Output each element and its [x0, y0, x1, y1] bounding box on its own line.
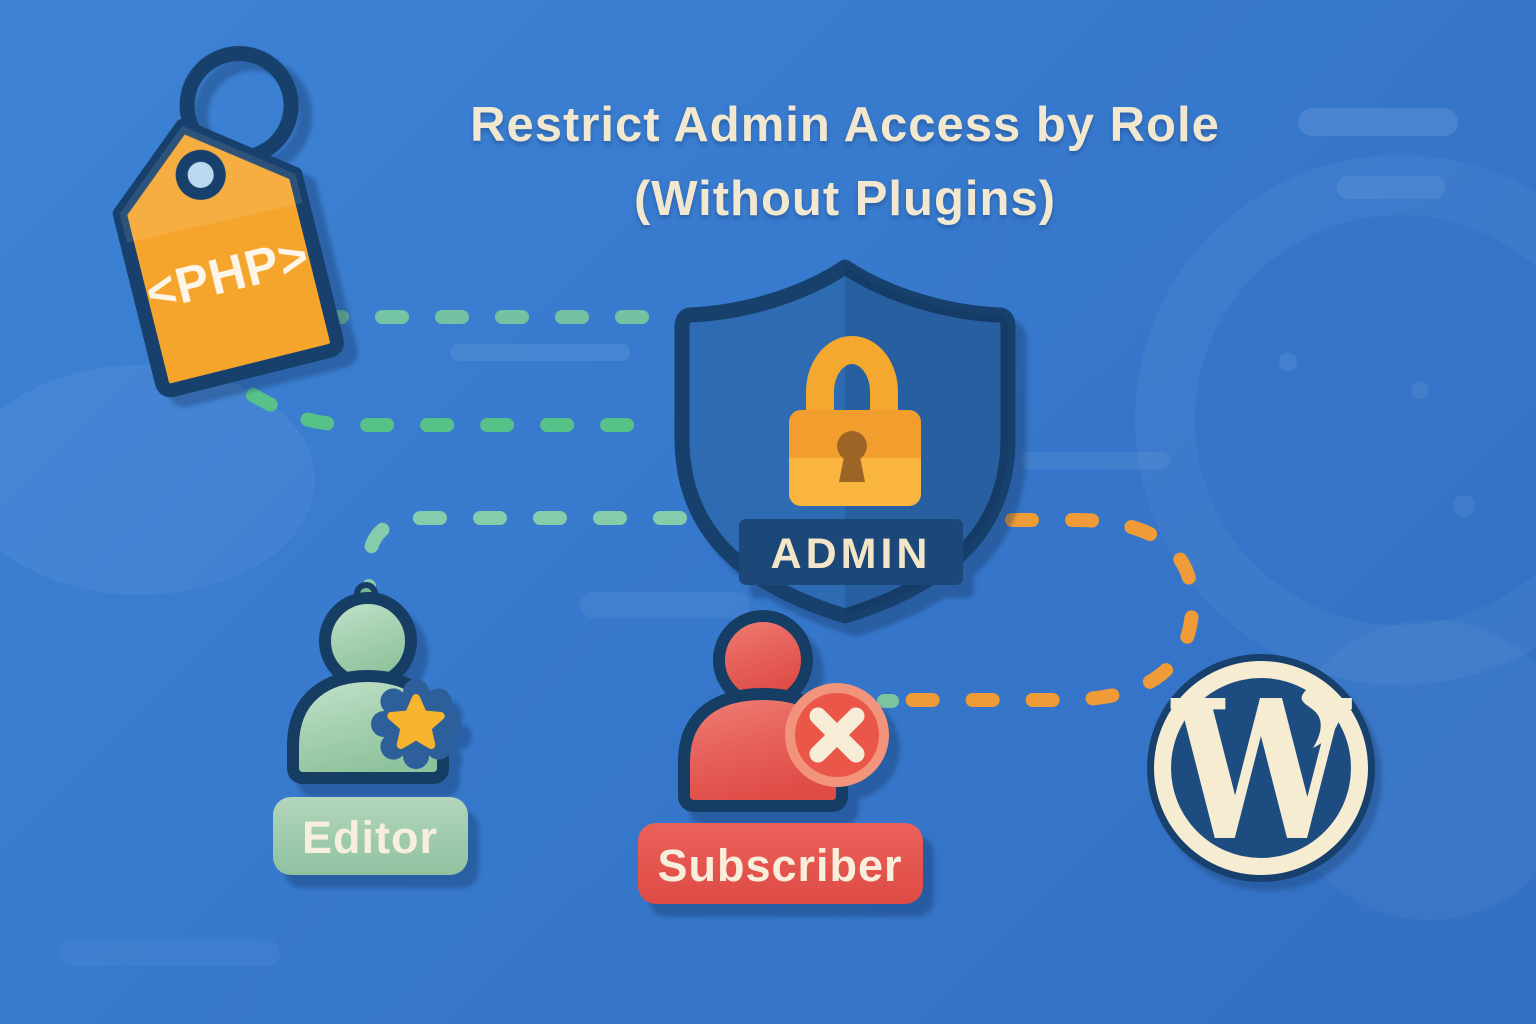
- background-bar: [580, 592, 750, 618]
- subscriber-user-icon: [678, 610, 889, 812]
- star-icon: [387, 694, 445, 749]
- x-badge-icon: [785, 683, 889, 787]
- background-bar: [1298, 108, 1458, 136]
- lock-shackle: [806, 336, 898, 428]
- lock-keyhole-stem: [839, 452, 865, 482]
- background-dot: [1453, 495, 1475, 517]
- tag-body: [112, 118, 344, 398]
- php-tag-icon: <PHP>: [112, 46, 344, 398]
- background-bar: [1337, 176, 1445, 199]
- subscriber-pill-bg: [638, 823, 923, 904]
- admin-banner-label: ADMIN: [771, 530, 932, 578]
- php-to-shield-connector-lower: [246, 388, 673, 432]
- lock-icon: [789, 336, 921, 506]
- subscriber-label: Subscriber: [657, 840, 902, 891]
- wordpress-logo-icon: W: [1147, 654, 1375, 884]
- background-blob: [0, 365, 315, 595]
- shield-to-editor-connector: [362, 511, 747, 611]
- wordpress-disc: [1171, 678, 1351, 858]
- subscriber-label-pill: Subscriber: [638, 823, 923, 904]
- title-line-1: Restrict Admin Access by Role: [470, 98, 1220, 152]
- connector-lines: [246, 310, 1200, 708]
- x-cross-icon: [809, 707, 865, 763]
- admin-banner: [739, 519, 963, 585]
- editor-pill-bg: [273, 797, 468, 875]
- editor-label: Editor: [302, 812, 438, 863]
- star-badge-icon: [371, 679, 461, 769]
- lock-keyhole: [837, 431, 867, 461]
- editor-user-icon: [287, 582, 461, 784]
- background-bar: [60, 940, 280, 966]
- background-bar: [450, 344, 630, 361]
- title-line-2: (Without Plugins): [634, 172, 1056, 226]
- editor-label-pill: Editor: [273, 797, 468, 875]
- background-dot: [1279, 353, 1297, 371]
- tag-hole: [175, 149, 226, 200]
- background-dot: [1411, 381, 1429, 399]
- background-ring: [1135, 155, 1536, 685]
- wordpress-comma: [1301, 684, 1342, 748]
- admin-shield-icon: ADMIN: [674, 259, 1016, 624]
- background-bar: [1020, 452, 1170, 469]
- shield-to-wordpress-connector: [890, 513, 1200, 707]
